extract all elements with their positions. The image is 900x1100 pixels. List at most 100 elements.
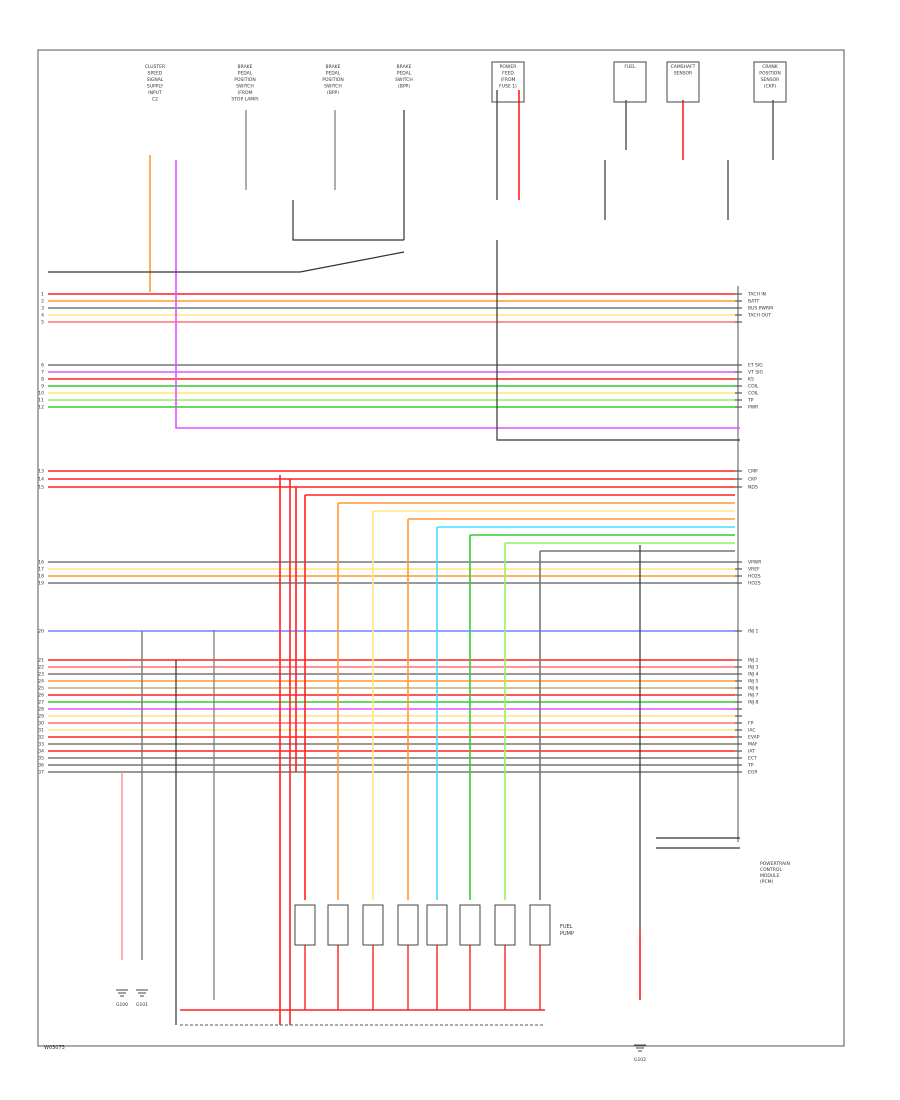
left-pin-number: 12 <box>38 405 44 411</box>
component-label: INPUT <box>148 90 162 96</box>
right-pin-label: NDS <box>748 485 758 491</box>
component-group <box>116 61 787 1052</box>
component-label: (CKP) <box>764 84 777 90</box>
component-label: FUEL <box>624 64 636 70</box>
component-label: SIGNAL <box>147 77 164 83</box>
left-pin-number: 9 <box>41 384 44 390</box>
ground-label: G101 <box>136 1002 148 1008</box>
left-pin-number: 17 <box>38 567 44 573</box>
right-pin-label: VT SIG <box>748 370 763 376</box>
pcm-label: (PCM) <box>760 879 773 885</box>
component-label: PEDAL <box>326 71 341 77</box>
right-pin-label: CKP <box>748 477 757 483</box>
left-pin-number: 21 <box>38 658 44 664</box>
right-pin-label: COIL <box>748 391 759 397</box>
ground-label: G100 <box>116 1002 128 1008</box>
left-pin-number: 20 <box>38 629 44 635</box>
left-pin-number: 10 <box>38 391 44 397</box>
right-pin-label: ET SIG <box>748 363 763 369</box>
left-pin-number: 8 <box>41 377 44 383</box>
component-label: SWITCH <box>395 77 413 83</box>
left-pin-number: 4 <box>41 313 44 319</box>
right-pin-label: HO2S <box>748 574 761 580</box>
label-group: 1234567891011121314151617181920212223242… <box>38 64 790 1063</box>
right-pin-label: KS <box>748 377 754 383</box>
left-pin-number: 11 <box>38 398 44 404</box>
right-pin-label: INJ 1 <box>748 629 758 635</box>
component-box <box>753 61 787 103</box>
injector-box <box>459 904 481 946</box>
right-pin-label: CMP <box>748 469 758 475</box>
injector-box <box>294 904 316 946</box>
component-label: (FROM <box>238 90 253 96</box>
drop-wire <box>175 160 740 429</box>
left-pin-number: 2 <box>41 299 44 305</box>
right-pin-label: BUS PWRM <box>748 306 773 312</box>
right-pin-label: MAF <box>748 742 758 748</box>
component-label: SENSOR <box>761 77 780 83</box>
right-pin-label: IAC <box>748 728 755 734</box>
left-pin-number: 22 <box>38 665 44 671</box>
component-label: C2 <box>152 97 158 103</box>
right-pin-label: INJ 6 <box>748 686 758 692</box>
right-pin-label: VREF <box>748 567 760 573</box>
component-label: SPEED <box>148 71 163 77</box>
left-pin-number: 29 <box>38 714 44 720</box>
drop-wire <box>292 200 404 241</box>
right-pin-label: TP <box>747 398 754 404</box>
component-label: FUSE 1) <box>499 84 517 90</box>
right-pin-label: PWR <box>748 405 758 411</box>
right-pin-label: FP <box>748 721 754 727</box>
left-pin-number: 25 <box>38 686 44 692</box>
right-pin-label: EVAP <box>748 735 760 741</box>
right-pin-label: BATT <box>748 299 759 305</box>
injector-box <box>426 904 448 946</box>
ground-label: G102 <box>634 1057 646 1063</box>
injector-box <box>494 904 516 946</box>
component-label: (FROM <box>501 77 516 83</box>
left-pin-number: 36 <box>38 763 44 769</box>
fuel-pump-label: PUMP <box>560 931 574 937</box>
component-label: (BPP) <box>398 84 410 90</box>
pcm-label: MODULE <box>760 873 780 879</box>
left-pin-number: 3 <box>41 306 44 312</box>
component-box <box>491 61 525 103</box>
left-pin-number: 35 <box>38 756 44 762</box>
component-label: CAMSHAFT <box>671 64 696 70</box>
component-label: BRAKE <box>238 64 253 70</box>
injector-box <box>327 904 349 946</box>
right-pin-label: INJ 5 <box>748 679 758 685</box>
component-label: PEDAL <box>238 71 253 77</box>
component-label: CLUSTER <box>145 64 165 70</box>
right-pin-label: INJ 3 <box>748 665 758 671</box>
component-label: SENSOR <box>674 71 693 77</box>
right-pin-label: HO2S <box>748 581 761 587</box>
right-pin-label: ECT <box>748 756 757 762</box>
pcm-label: CONTROL <box>760 867 782 873</box>
component-label: SWITCH <box>324 84 342 90</box>
component-label: POWER <box>500 64 517 70</box>
right-pin-label: INJ 2 <box>748 658 758 664</box>
drop-wire <box>48 251 405 273</box>
component-label: CRANK <box>762 64 779 70</box>
right-pin-label: EGR <box>748 770 757 776</box>
injector-box <box>362 904 384 946</box>
left-pin-number: 15 <box>38 485 44 491</box>
right-pin-label: TP <box>747 763 754 769</box>
injector-box <box>397 904 419 946</box>
left-pin-number: 18 <box>38 574 44 580</box>
left-pin-number: 30 <box>38 721 44 727</box>
right-pin-label: IAT <box>748 749 755 755</box>
left-pin-number: 5 <box>41 320 44 326</box>
left-pin-number: 6 <box>41 363 44 369</box>
left-pin-number: 14 <box>38 477 44 483</box>
diagram-frame <box>37 49 845 1047</box>
right-pin-label: TACH OUT <box>747 313 771 319</box>
component-label: SWITCH <box>236 84 254 90</box>
left-pin-number: 31 <box>38 728 44 734</box>
component-box <box>613 61 647 103</box>
component-label: STOP LAMP) <box>231 97 259 103</box>
left-pin-number: 1 <box>41 292 44 298</box>
figure-id: W03073 <box>44 1045 65 1051</box>
